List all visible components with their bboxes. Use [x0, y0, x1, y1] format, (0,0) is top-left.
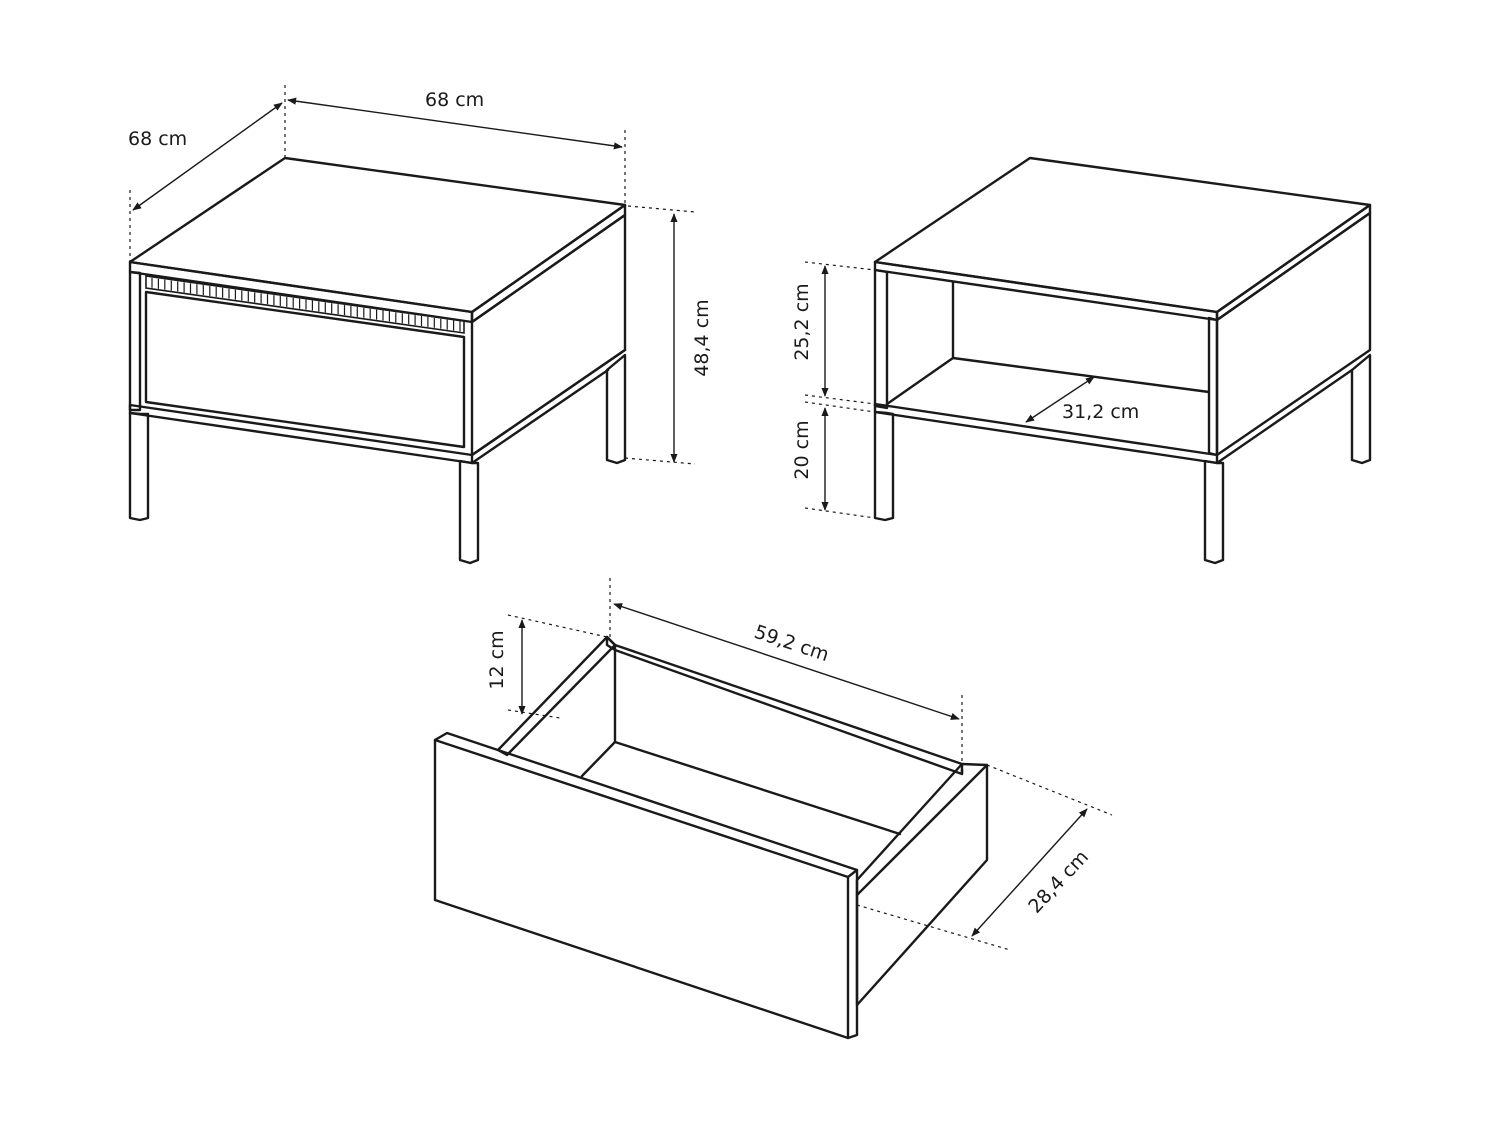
dim-shelf-upper-height: 25,2 cm: [791, 261, 876, 405]
label-drawer-depth: 28,4 cm: [1024, 846, 1093, 918]
dim-shelf-lower-height: 20 cm: [791, 401, 876, 519]
table1-drawer-front: [144, 290, 466, 449]
drawer-right-side: [855, 762, 989, 1007]
table2-front-right-post: [1207, 316, 1219, 457]
drawer-back-panel: [605, 635, 964, 776]
label-table-height: 48,4 cm: [691, 299, 713, 376]
table2-leg-front-left: [873, 410, 895, 522]
table1-leg-front-right: [458, 459, 480, 565]
label-drawer-height: 12 cm: [486, 630, 508, 689]
table1-bottom-rail: [128, 403, 474, 465]
dim-table-width: 68 cm: [287, 89, 626, 205]
dim-drawer-height: 12 cm: [486, 614, 608, 719]
table2-leg-back-right: [1350, 353, 1372, 465]
table1-top: [128, 156, 627, 314]
table1-top-edge-right: [470, 203, 627, 324]
table2-top: [873, 156, 1372, 314]
label-drawer-width: 59,2 cm: [751, 621, 831, 666]
table-front-view: [128, 156, 627, 565]
table-open-view: [873, 156, 1372, 565]
dim-table-height: 48,4 cm: [624, 205, 713, 465]
label-table-depth: 68 cm: [128, 128, 187, 150]
table1-fluted-strip: [145, 275, 465, 334]
table1-side-panel: [470, 213, 627, 457]
table2-top-edge-front: [873, 260, 1219, 322]
table2-front-left-post: [873, 268, 889, 410]
table2-leg-front-right: [1203, 459, 1225, 565]
label-shelf-depth: 31,2 cm: [1062, 401, 1139, 423]
table1-leg-back-right: [605, 353, 627, 465]
drawer: [433, 635, 989, 1040]
table1-flutes: [151, 277, 461, 332]
table1-front-left-post: [128, 270, 142, 412]
label-shelf-upper-height: 25,2 cm: [791, 283, 813, 360]
dim-table-depth: 68 cm: [128, 85, 286, 262]
label-shelf-lower-height: 20 cm: [791, 420, 813, 479]
dim-shelf-depth: 31,2 cm: [1025, 376, 1139, 423]
table2-shelf-front: [873, 402, 1219, 465]
label-table-width: 68 cm: [425, 89, 484, 111]
dim-drawer-width: 59,2 cm: [609, 578, 963, 764]
table1-leg-front-left: [128, 411, 150, 522]
drawer-front-panel: [433, 731, 859, 1040]
table2-side-panel: [1215, 211, 1372, 457]
drawer-left-side: [496, 635, 617, 757]
